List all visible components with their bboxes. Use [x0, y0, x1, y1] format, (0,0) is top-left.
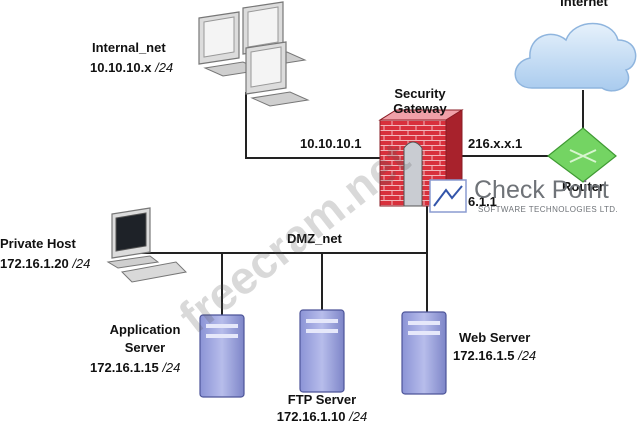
gateway-internal-ip: 10.10.10.1	[300, 136, 361, 151]
internal-net-mask: /24	[154, 60, 173, 75]
network-links	[140, 90, 584, 315]
checkpoint-logo-subtitle: SOFTWARE TECHNOLOGIES LTD.	[478, 205, 618, 214]
private-host-address: 172.16.1.20 /24	[0, 256, 90, 271]
ftp-server-icon	[299, 309, 345, 393]
link-internal-gateway	[245, 92, 392, 159]
private-host-name: Private Host	[0, 236, 77, 251]
internet-label: Internet	[560, 0, 608, 9]
internal-net-name: Internal_net	[92, 40, 166, 55]
router-label: Router	[562, 179, 604, 194]
web-server-name: Web Server	[459, 330, 530, 345]
web-server-mask: /24	[517, 348, 536, 363]
gateway-external-ip: 216.x.x.1	[468, 136, 522, 151]
application-server-icon	[199, 314, 245, 398]
internal-net-computers-icon	[198, 1, 310, 107]
router-icon	[547, 127, 617, 183]
ftp-server-ip: 172.16.1.10	[277, 409, 346, 423]
private-host-mask: /24	[71, 256, 90, 271]
private-host-computer-icon	[106, 207, 188, 283]
app-server-mask: /24	[161, 360, 180, 375]
web-server-icon	[401, 311, 447, 395]
internal-net-ip: 10.10.10.x	[90, 60, 152, 75]
app-server-address: 172.16.1.15 /24	[90, 360, 180, 375]
ftp-server-name: FTP Server	[288, 392, 356, 407]
gateway-dmz-ip: 6.1.1	[468, 194, 497, 209]
ftp-server-address: 172.16.1.10 /24	[277, 409, 367, 423]
checkpoint-logo-text: Check Point	[474, 176, 609, 204]
web-server-address: 172.16.1.5 /24	[453, 348, 536, 363]
private-host-ip: 172.16.1.20	[0, 256, 69, 271]
checkpoint-logo-icon	[429, 179, 467, 213]
app-server-ip: 172.16.1.15	[90, 360, 159, 375]
internet-cloud-icon	[514, 22, 637, 92]
ftp-server-mask: /24	[348, 409, 367, 423]
web-server-ip: 172.16.1.5	[453, 348, 514, 363]
dmz-net-label: DMZ_net	[287, 231, 343, 246]
internal-net-address: 10.10.10.x /24	[90, 60, 173, 75]
watermark-text: freecram.net	[169, 132, 419, 343]
